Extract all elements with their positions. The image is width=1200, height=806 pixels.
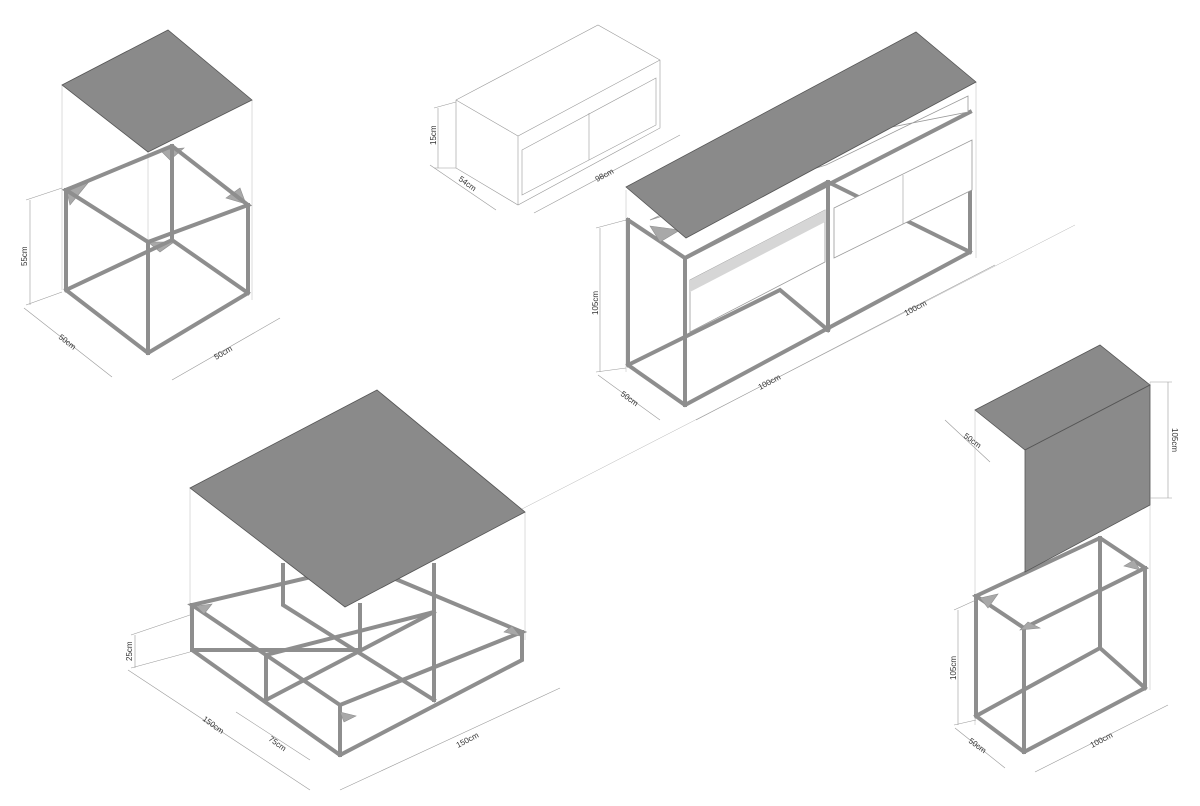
sideboard-top-panel (625, 31, 977, 239)
tall-unit-top-height-label: 105cm (1170, 428, 1179, 452)
coffee-table-height-label: 25cm (125, 641, 134, 661)
coffee-table-width-label: 150cm (455, 730, 481, 749)
tall-unit-depth-label: 50cm (967, 736, 988, 755)
tall-unit-front-panel (1024, 384, 1151, 573)
cube-module: 55cm 50cm 50cm (20, 29, 281, 381)
tall-unit-module: 50cm 105cm 105cm 50cm 100cm (944, 344, 1179, 773)
drawer-unit-width-label: 98cm (594, 166, 616, 183)
drawer-unit-height-label: 15cm (429, 125, 438, 145)
sideboard-width-right-label: 100cm (903, 298, 929, 317)
cube-height-label: 55cm (20, 246, 29, 266)
tall-unit-width-label: 100cm (1089, 730, 1115, 749)
sideboard-width-left-label: 100cm (757, 372, 783, 391)
cube-top-panel (61, 29, 253, 153)
sideboard-depth-label: 50cm (619, 389, 640, 408)
coffee-table-module: 25cm 150cm 75cm 150cm (125, 389, 561, 791)
coffee-table-module-label: 75cm (267, 734, 288, 753)
tall-unit-height-label: 105cm (949, 656, 958, 680)
cube-depth-label: 50cm (57, 332, 78, 351)
sideboard-module: 105cm 50cm 100cm 100cm (591, 31, 996, 421)
cube-width-label: 50cm (213, 344, 235, 362)
coffee-table-depth-label: 150cm (201, 714, 226, 736)
sideboard-drawer-left (689, 209, 826, 333)
coffee-table-top-panel (189, 389, 526, 608)
tall-unit-top-depth-label: 50cm (962, 431, 983, 450)
sideboard-height-label: 105cm (591, 291, 600, 315)
